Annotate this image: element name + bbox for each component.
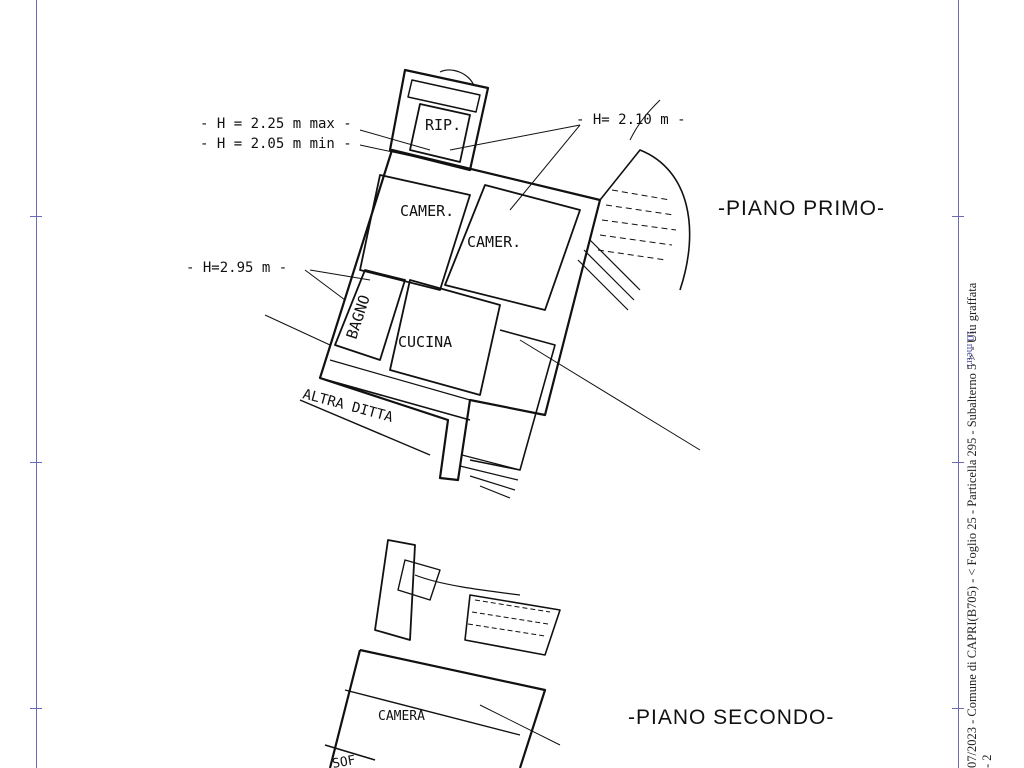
frame-tick: [30, 462, 42, 463]
frame-tick: [30, 216, 42, 217]
room-label-kitchen: CUCINA: [398, 333, 452, 351]
room-label-partial: SOF: [331, 753, 357, 768]
room-label-bedroom-1: CAMER.: [400, 202, 454, 220]
frame-tick: [952, 462, 964, 463]
height-left-label: - H=2.95 m -: [186, 260, 287, 276]
margin-caption: 07/2023 - Comune di CAPRI(B705) - < Fogl…: [965, 212, 1024, 768]
frame-tick: [952, 216, 964, 217]
room-label-storage: RIP.: [425, 116, 461, 134]
margin-caption-line-1: 07/2023 - Comune di CAPRI(B705) - < Fogl…: [965, 282, 979, 768]
height-right-label: - H= 2.10 m -: [576, 112, 686, 128]
frame-left-border: [36, 0, 37, 768]
room-label-bathroom: BAGNO: [343, 293, 374, 342]
margin-caption-line-2: - 2: [980, 754, 994, 768]
frame-tick: [30, 708, 42, 709]
room-label-camera: CAMERA: [378, 709, 425, 724]
frame-right-border: [958, 0, 959, 768]
first-floor-plan: [264, 68, 701, 499]
first-floor-title: -PIANO PRIMO-: [718, 197, 885, 220]
frame-tick: [952, 708, 964, 709]
second-floor-plan: [324, 539, 561, 768]
height-max-label: - H = 2.25 m max -: [200, 116, 352, 132]
room-label-bedroom-2: CAMER.: [467, 233, 521, 251]
second-floor-title: -PIANO SECONDO-: [628, 706, 834, 729]
height-min-label: - H = 2.05 m min -: [200, 136, 352, 152]
margin-caption-text: 07/2023 - Comune di CAPRI(B705) - < Fogl…: [965, 283, 995, 768]
